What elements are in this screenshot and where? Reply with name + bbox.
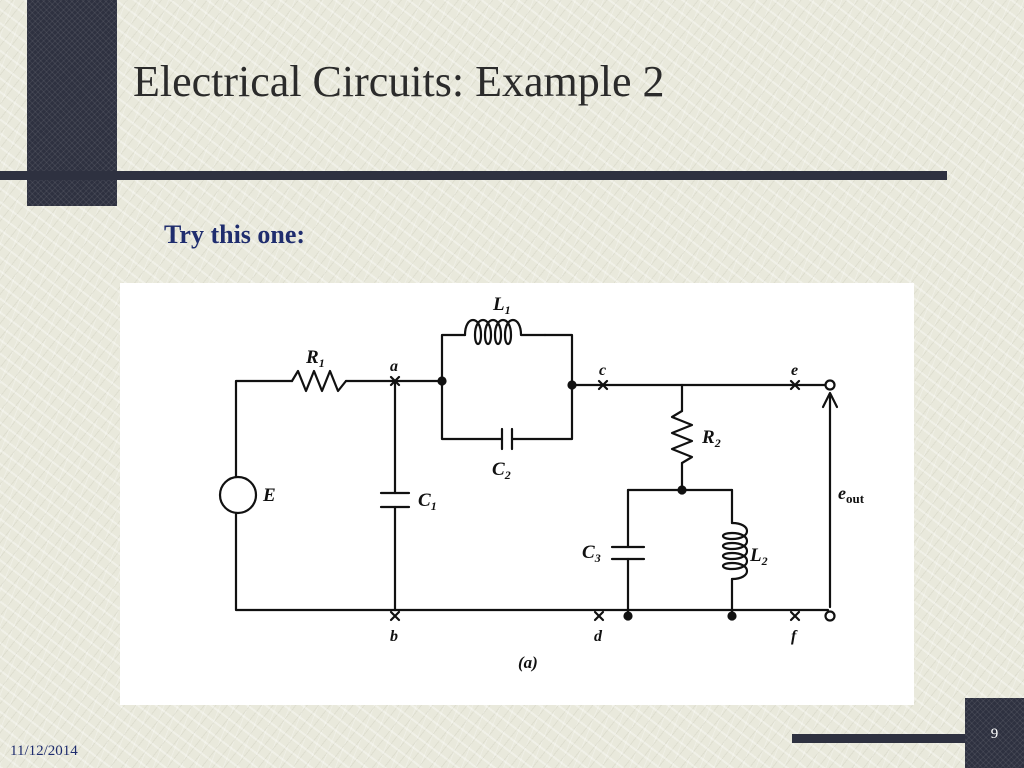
figure-caption: (a) bbox=[518, 653, 538, 672]
resistor-r1 bbox=[290, 369, 348, 393]
label-node-c: c bbox=[599, 362, 606, 379]
output-terminal-top bbox=[824, 379, 836, 391]
label-eout: eout bbox=[838, 483, 865, 506]
resistor-r2 bbox=[670, 409, 694, 465]
label-node-f: f bbox=[791, 628, 798, 645]
wire-c2-branch bbox=[440, 379, 574, 441]
node-marker-a bbox=[389, 375, 401, 387]
label-node-b: b bbox=[390, 628, 398, 645]
voltage-source-e bbox=[218, 475, 258, 515]
wire-l1-branch-right bbox=[543, 333, 574, 387]
slide-date: 11/12/2014 bbox=[10, 743, 78, 759]
capacitor-c1-plates bbox=[379, 491, 411, 509]
node-marker-f bbox=[789, 610, 801, 622]
inductor-l2 bbox=[721, 521, 749, 581]
label-l2: L2 bbox=[749, 545, 768, 568]
label-c2: C2 bbox=[492, 459, 511, 482]
output-voltage-arrowhead bbox=[821, 391, 839, 409]
label-c1: C1 bbox=[418, 490, 437, 513]
node-marker-c bbox=[597, 379, 609, 391]
junction-dot bbox=[437, 376, 447, 386]
node-marker-b bbox=[389, 610, 401, 622]
junction-dot bbox=[567, 380, 577, 390]
label-r1: R1 bbox=[305, 347, 325, 370]
junction-dot bbox=[727, 611, 737, 621]
inductor-l1 bbox=[463, 318, 547, 346]
capacitor-c2-plates bbox=[500, 427, 514, 451]
slide-title: Electrical Circuits: Example 2 bbox=[133, 57, 665, 106]
label-r2: R2 bbox=[701, 427, 721, 450]
node-marker-e bbox=[789, 379, 801, 391]
label-node-d: d bbox=[594, 628, 603, 645]
label-node-a: a bbox=[390, 358, 398, 375]
junction-dot bbox=[623, 611, 633, 621]
label-l1: L1 bbox=[492, 294, 511, 317]
circuit-figure: R1 L1 C2 C1 R2 C3 L2 E eout a c e b d f … bbox=[120, 283, 914, 705]
label-e: E bbox=[262, 485, 276, 506]
wire-bottom-left bbox=[234, 493, 397, 612]
capacitor-c3-plates bbox=[610, 545, 646, 561]
circuit-diagram: R1 L1 C2 C1 R2 C3 L2 E eout a c e b d f … bbox=[218, 294, 865, 672]
node-marker-d bbox=[593, 610, 605, 622]
output-terminal-bottom bbox=[824, 610, 836, 622]
junction-dot bbox=[677, 485, 687, 495]
footer-accent-block bbox=[965, 698, 1024, 768]
header-rule-line bbox=[0, 171, 947, 180]
wire-top-left bbox=[234, 379, 294, 497]
label-node-e: e bbox=[791, 362, 798, 379]
footer-rule-line bbox=[792, 734, 967, 743]
slide-page-number: 9 bbox=[990, 726, 999, 742]
label-c3: C3 bbox=[582, 542, 601, 565]
wire-l1-branch-left bbox=[440, 333, 467, 383]
slide-subtitle: Try this one: bbox=[164, 220, 306, 249]
